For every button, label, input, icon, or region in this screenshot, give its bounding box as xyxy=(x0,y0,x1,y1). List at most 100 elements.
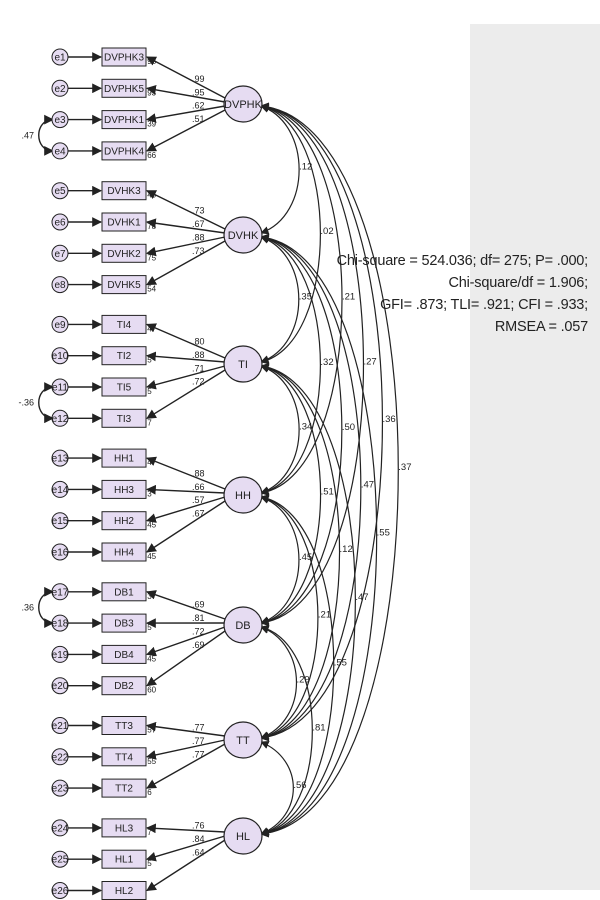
indicator-box xyxy=(101,644,147,664)
loading-path xyxy=(146,105,226,123)
correlation-label: .50 xyxy=(342,422,355,433)
loading-path xyxy=(146,823,226,834)
indicator-label: DVHK1 xyxy=(107,218,141,229)
correlation-label: .02 xyxy=(320,226,333,237)
fit-panel-background xyxy=(470,24,600,890)
r-squared-label: .45 xyxy=(145,654,157,663)
error-label: e14 xyxy=(52,485,69,496)
loading-path xyxy=(146,109,226,152)
indicator-label: HL1 xyxy=(115,855,134,866)
correlation-arc xyxy=(260,233,362,742)
error-label: e22 xyxy=(52,752,69,763)
loading-path xyxy=(146,743,226,789)
loading-label: .88 xyxy=(192,468,205,478)
indicator-box xyxy=(101,181,147,201)
error-label: e25 xyxy=(52,855,69,866)
indicator-label: DVPHK4 xyxy=(104,146,144,157)
indicator-box xyxy=(101,716,147,735)
loading-path xyxy=(146,56,226,99)
correlation-label: .55 xyxy=(334,658,347,669)
factor-label: DVPHK xyxy=(224,99,263,111)
error-covariance-arc xyxy=(38,382,54,424)
indicator-label: DB2 xyxy=(114,681,134,692)
error-label: e3 xyxy=(54,115,66,126)
loading-label: .72 xyxy=(192,626,205,636)
loading-label: .73 xyxy=(192,206,205,216)
loading-path xyxy=(146,500,226,553)
correlation-arc xyxy=(260,234,343,626)
error-node xyxy=(51,645,69,663)
r-squared-label: .75 xyxy=(145,253,157,262)
loading-label: .69 xyxy=(192,600,205,610)
r-squared-label: .57 xyxy=(145,726,157,735)
r-squared-label: .4 xyxy=(145,458,152,467)
error-node xyxy=(51,378,69,396)
error-node xyxy=(51,779,69,797)
indicator-box xyxy=(101,613,147,633)
loading-label: .81 xyxy=(192,613,205,623)
error-label: e7 xyxy=(54,249,66,260)
indicator-label: HL2 xyxy=(115,886,134,897)
fit-line-chi-df: Chi-square/df = 1.906; xyxy=(448,275,589,291)
error-node xyxy=(51,850,69,868)
correlation-arc xyxy=(260,102,383,742)
loading-label: .99 xyxy=(192,74,205,84)
loading-path xyxy=(146,240,226,286)
loading-label: .77 xyxy=(192,736,205,746)
correlation-arc xyxy=(260,102,365,627)
r-squared-label: .6 xyxy=(145,788,152,797)
error-node xyxy=(51,315,69,333)
loading-path xyxy=(146,484,226,495)
error-label: e21 xyxy=(52,721,69,732)
loading-path xyxy=(146,365,226,390)
loading-label: .67 xyxy=(192,509,205,519)
indicator-label: HL3 xyxy=(115,823,134,834)
loading-label: .95 xyxy=(192,87,205,97)
error-label: e12 xyxy=(52,414,69,425)
error-label: e18 xyxy=(52,619,69,630)
indicator-box xyxy=(101,747,147,767)
correlation-arc xyxy=(260,102,399,838)
factor-label: HH xyxy=(235,490,251,502)
correlation-label: .36 xyxy=(382,414,395,425)
factor-node xyxy=(223,216,263,254)
loading-path xyxy=(146,369,226,419)
indicator-box xyxy=(101,542,147,562)
correlation-label: .45 xyxy=(299,552,312,563)
indicator-box xyxy=(101,275,147,295)
r-squared-label: .54 xyxy=(145,285,157,294)
loading-label: .88 xyxy=(192,233,205,243)
indicator-label: DB3 xyxy=(114,619,134,630)
indicator-label: HH3 xyxy=(114,485,134,496)
loading-path xyxy=(146,630,226,687)
error-covariance-label: -.36 xyxy=(18,398,34,408)
correlation-arc xyxy=(260,494,319,741)
error-label: e13 xyxy=(52,454,69,465)
loading-label: .57 xyxy=(192,495,205,505)
r-squared-label: .5 xyxy=(145,387,152,396)
r-squared-label: .45 xyxy=(145,191,157,200)
correlation-label: .32 xyxy=(320,357,333,368)
error-node xyxy=(51,748,69,766)
loading-label: .76 xyxy=(192,821,205,831)
indicator-label: TT3 xyxy=(115,721,133,732)
indicator-label: DB1 xyxy=(114,587,134,598)
factor-node xyxy=(223,345,263,383)
loading-label: .73 xyxy=(192,246,205,256)
error-node xyxy=(51,276,69,294)
correlation-label: .34 xyxy=(299,422,312,433)
error-node xyxy=(51,583,69,601)
correlation-arc xyxy=(260,235,300,364)
correlation-arc xyxy=(260,495,300,625)
error-label: e16 xyxy=(52,548,69,559)
r-squared-label: .39 xyxy=(145,120,157,129)
error-node xyxy=(51,882,69,899)
correlation-arc xyxy=(260,233,378,838)
loading-path xyxy=(146,721,226,737)
indicator-label: DVPHK5 xyxy=(104,84,144,95)
loading-path xyxy=(146,626,226,657)
correlation-arc xyxy=(260,625,298,740)
indicator-box xyxy=(101,479,147,499)
error-node xyxy=(51,347,69,365)
